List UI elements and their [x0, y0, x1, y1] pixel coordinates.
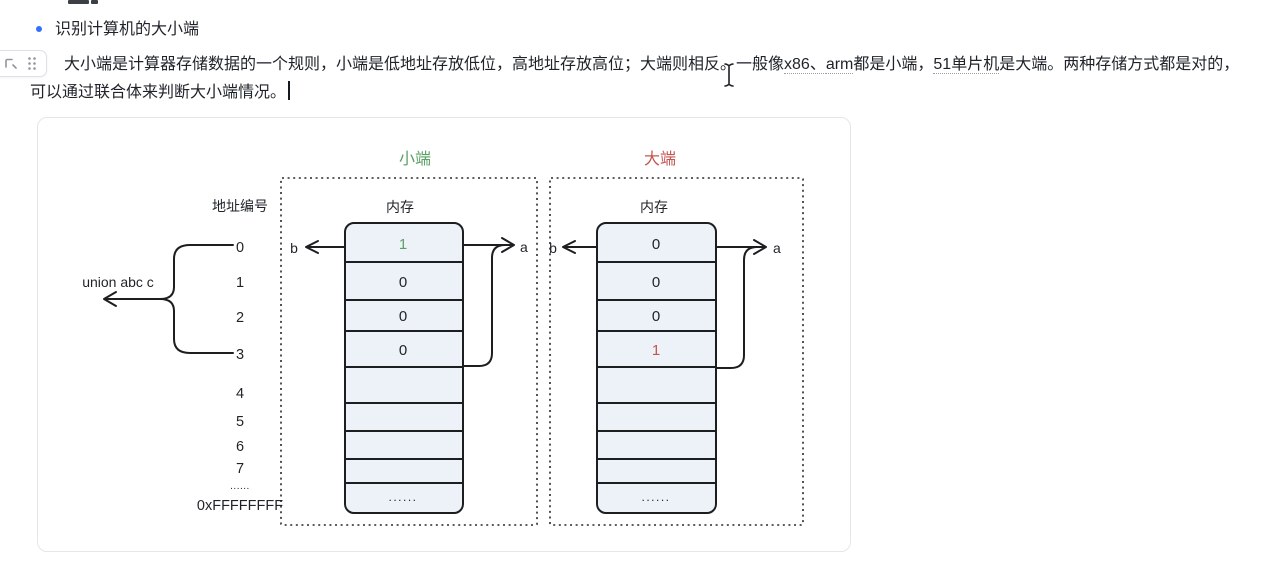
- ibeam-icon: [724, 63, 734, 87]
- paragraph-segment: 都是小端，: [853, 56, 934, 73]
- spellcheck-term-mcu: 51单片机: [933, 56, 1000, 74]
- paragraph-block[interactable]: 大小端是计算器存储数据的一个规则，小端是低地址存放低位，高地址存放高位；大端则相…: [30, 51, 1255, 106]
- bullet-list-item[interactable]: 识别计算机的大小端: [55, 20, 199, 39]
- spellcheck-term-x86: x86、: [784, 56, 826, 74]
- clipped-text-artifact: [91, 0, 98, 4]
- diagram-card[interactable]: [37, 117, 851, 552]
- mouse-ibeam-cursor: [722, 62, 738, 88]
- clipped-text-artifact: [68, 0, 89, 4]
- paragraph-line-1: 大小端是计算器存储数据的一个规则，小端是低地址存放低位，高地址存放高位；大端则相…: [30, 51, 1255, 79]
- format-corner-icon: [5, 58, 17, 69]
- spellcheck-term-arm: arm: [825, 56, 854, 74]
- paragraph-segment: 大小端是计算器存储数据的一个规则，小端是低地址存放低位，高地址存放高位；大端则相…: [64, 56, 785, 73]
- block-hover-toolbar: [0, 50, 47, 77]
- block-format-button[interactable]: [4, 57, 18, 71]
- text-caret: [288, 80, 290, 100]
- bullet-marker: [36, 26, 42, 32]
- drag-handle-button[interactable]: [25, 57, 39, 71]
- paragraph-segment: 可以通过联合体来判断大小端情况。: [30, 83, 287, 101]
- bullet-item-text: 识别计算机的大小端: [55, 21, 200, 38]
- paragraph-line-2: 可以通过联合体来判断大小端情况。: [30, 79, 1255, 107]
- paragraph-segment: 是大端。两种存储方式都是对的，: [999, 56, 1240, 73]
- drag-handle-dots-icon: [28, 57, 36, 70]
